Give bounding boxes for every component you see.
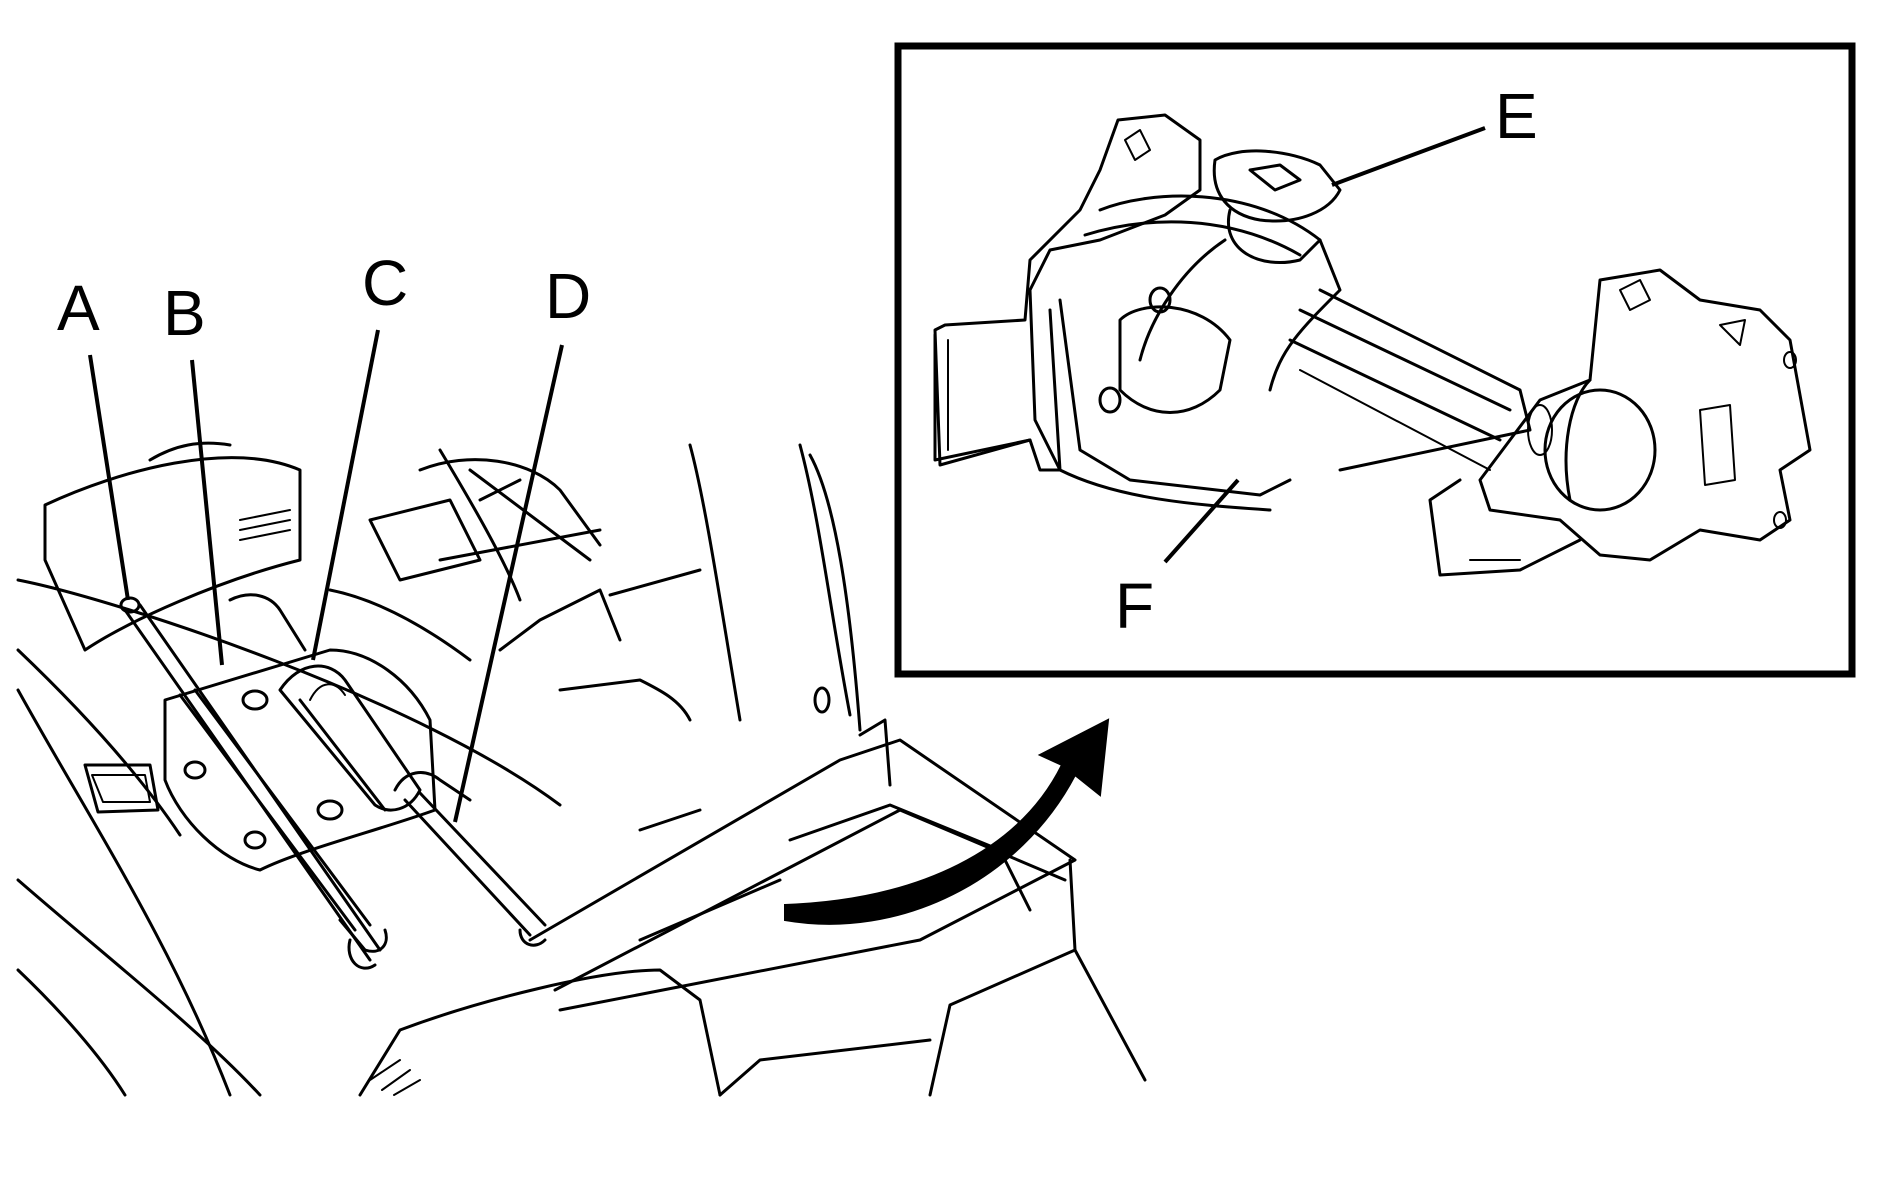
detail-inset-frame: [894, 42, 1856, 678]
direction-arrow-icon: [784, 718, 1110, 925]
callout-label-c: C: [362, 247, 408, 319]
callout-leaders: [88, 126, 1486, 823]
callout-label-a: A: [57, 272, 100, 344]
callout-label-e: E: [1495, 80, 1538, 152]
jack-detail-drawing: [933, 113, 1812, 577]
vehicle-cargo-area-drawing: [16, 441, 1147, 1097]
callout-label-b: B: [163, 277, 206, 349]
callout-label-d: D: [545, 260, 591, 332]
callout-label-f: F: [1115, 570, 1154, 642]
